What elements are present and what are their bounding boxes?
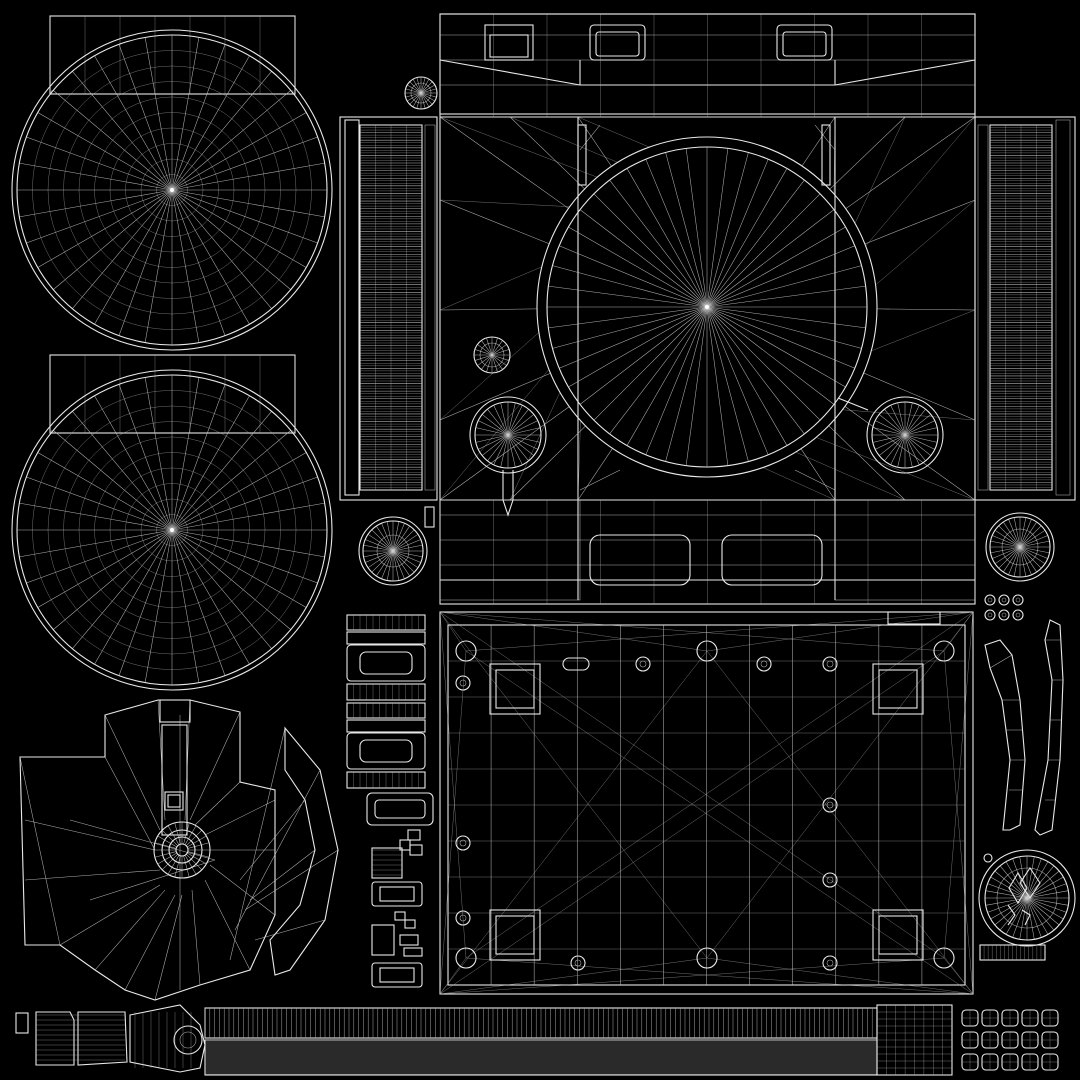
screw-hole <box>455 675 471 691</box>
center-point <box>170 188 174 192</box>
screw-hole <box>455 835 471 851</box>
small-parts-column <box>346 614 434 988</box>
bottom-cable-strip <box>15 1004 1059 1076</box>
curved-strips <box>984 619 1064 836</box>
vent-strip-right <box>974 116 1076 501</box>
base-panel <box>439 611 974 995</box>
disc-middle <box>11 354 333 691</box>
small-disc-left <box>358 516 428 586</box>
emblem-disc <box>978 849 1076 961</box>
button-dot <box>1012 594 1024 606</box>
screw-hole <box>455 910 471 926</box>
screw-hole <box>822 955 838 971</box>
disc-top <box>11 15 333 351</box>
screw-hole <box>822 797 838 813</box>
small-disc-right <box>985 512 1055 582</box>
screw-hole <box>756 656 772 672</box>
button-dot-grid <box>984 594 1024 621</box>
center-point <box>705 305 709 309</box>
button-dot <box>998 609 1010 621</box>
button-dot <box>998 594 1010 606</box>
button-dot <box>984 594 996 606</box>
button-dot <box>1012 609 1024 621</box>
center-point <box>170 528 174 532</box>
small-disc-top <box>404 76 438 110</box>
button-dot <box>984 609 996 621</box>
screw-hole <box>570 955 586 971</box>
screw-hole <box>635 656 651 672</box>
main-top-panel <box>424 13 976 605</box>
screw-hole <box>822 656 838 672</box>
vent-strip-left <box>339 116 438 501</box>
pinwheel-part <box>19 699 339 1001</box>
screw-hole <box>822 872 838 888</box>
